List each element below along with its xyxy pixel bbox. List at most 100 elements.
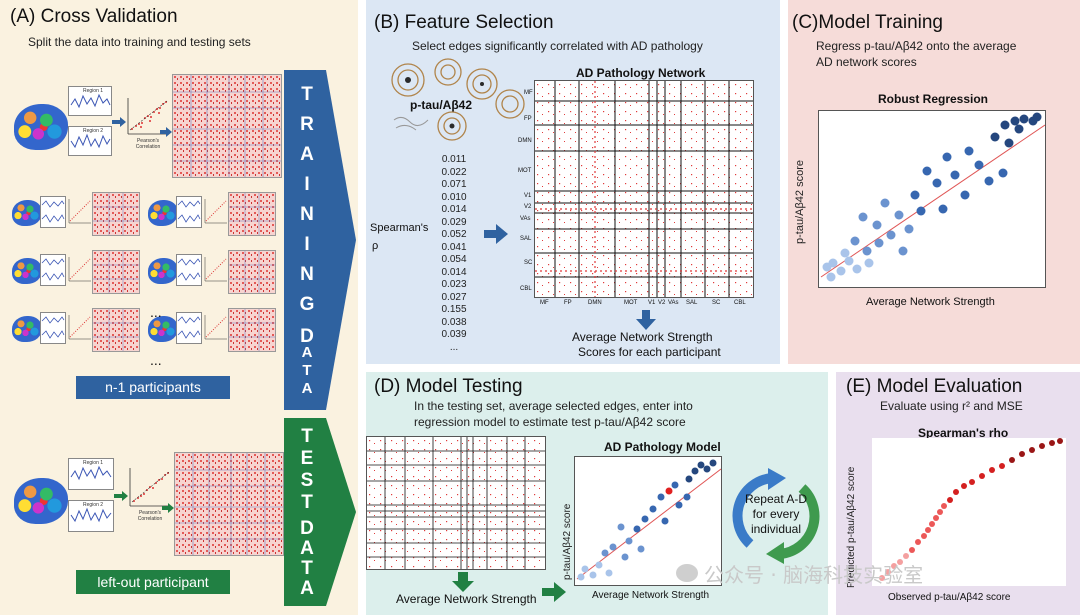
test-letter: T (301, 492, 313, 513)
training-letter: I (304, 234, 310, 255)
rho-value: 0.027 (441, 292, 467, 303)
spearman-label: Spearman's (370, 222, 429, 234)
rho-value: 0.029 (441, 217, 467, 228)
col-label: SC (712, 300, 721, 306)
fold-matrix (92, 308, 140, 352)
training-letter: G (299, 294, 315, 315)
result-line-2: Scores for each participant (578, 345, 721, 359)
panel-b-title: (B) Feature Selection (374, 12, 554, 33)
rho-value: 0.071 (441, 179, 467, 190)
training-letter: I (304, 174, 310, 195)
training-data-arrow (284, 70, 358, 410)
panel-d-title: (D) Model Testing (374, 376, 523, 397)
test-region1-signal-plot: Region 1 (68, 458, 114, 490)
brain-icon (12, 316, 42, 342)
row-label: FP (524, 116, 532, 122)
fold-scatter-icon (68, 256, 92, 282)
panel-e-xlabel: Observed p-tau/Aβ42 score (888, 592, 1011, 603)
more-folds-ellipsis: ... (150, 304, 162, 320)
arrow-to-matrix-icon (160, 124, 172, 137)
col-label: V2 (658, 300, 666, 306)
ptau-label: p-tau/Aβ42 (410, 98, 472, 112)
rho-value: 0.014 (441, 267, 467, 278)
ad-model-title: AD Pathology Model (604, 440, 721, 454)
row-label: DMN (518, 138, 532, 144)
fold-signal-plot (40, 312, 66, 344)
test-data-letter: D (300, 518, 314, 539)
row-label: MF (524, 90, 533, 96)
panel-a-title: (A) Cross Validation (10, 6, 178, 27)
col-label: MF (540, 300, 549, 306)
result-line-1: Average Network Strength (572, 330, 713, 344)
n1-participants-label: n-1 participants (76, 376, 230, 399)
ad-pathology-network-matrix (534, 80, 754, 298)
rho-value: 0.038 (441, 317, 467, 328)
brain-icon (14, 104, 68, 150)
col-label: V1 (648, 300, 656, 306)
fold-matrix (92, 192, 140, 236)
panel-e-title: (E) Model Evaluation (846, 376, 1023, 397)
region2-label: Region 2 (83, 502, 104, 508)
rho-value: 0.052 (441, 229, 467, 240)
test-data-letter: A (300, 538, 314, 559)
test-connectivity-matrix (174, 452, 284, 556)
robust-regression-plot (818, 110, 1046, 288)
training-letter: R (300, 114, 314, 135)
test-region2-signal-plot: Region 2 (68, 500, 114, 532)
training-letter: N (300, 204, 314, 225)
fold-signal-plot (176, 196, 202, 228)
rho-value: 0.054 (441, 254, 467, 265)
test-letter: T (301, 426, 313, 447)
fold-matrix (228, 192, 276, 236)
repeat-cycle-text: Repeat A-D for every individual (744, 492, 808, 536)
ad-model-plot (574, 456, 722, 586)
brain-icon (148, 200, 178, 226)
arrow-down-icon (452, 572, 474, 592)
network-title: AD Pathology Network (576, 66, 706, 80)
panel-model-testing: (D) Model Testing In the testing set, av… (366, 372, 828, 615)
fold-matrix (228, 308, 276, 352)
rho-value: 0.023 (441, 279, 467, 290)
col-label: VAs (668, 300, 679, 306)
row-label: MOT (518, 168, 532, 174)
fold-scatter-icon (204, 256, 228, 282)
brain-icon (12, 200, 42, 226)
region2-signal-plot: Region 2 (68, 126, 112, 156)
rho-value: 0.039 (441, 329, 467, 340)
rho-symbol: ρ (372, 240, 379, 252)
training-letter: A (300, 144, 314, 165)
test-letter: E (300, 448, 314, 469)
fold-scatter-icon (68, 314, 92, 340)
row-label: V2 (524, 204, 532, 210)
col-label: CBL (734, 300, 746, 306)
fold-signal-plot (176, 254, 202, 286)
panel-c-desc-1: Regress p-tau/Aβ42 onto the average (816, 39, 1017, 53)
test-data-arrow (284, 418, 358, 606)
row-label: V1 (524, 193, 532, 199)
rho-value: 0.022 (441, 167, 467, 178)
col-label: SAL (686, 300, 698, 306)
spearman-plot-title: Spearman's rho (918, 426, 1009, 440)
panel-d-desc-1: In the testing set, average selected edg… (414, 399, 693, 413)
repeat-cycle-icon (728, 466, 824, 566)
more-folds-ellipsis-bottom: ... (150, 352, 162, 368)
test-data-letter: T (301, 558, 313, 579)
left-out-participant-label: left-out participant (76, 570, 230, 594)
arrow-to-network-icon (484, 224, 508, 244)
fold-scatter-icon (68, 198, 92, 224)
fold-scatter-icon (204, 314, 228, 340)
training-letter: N (300, 264, 314, 285)
region1-label: Region 1 (83, 460, 104, 466)
panel-c-title: (C)Model Training (792, 12, 943, 33)
fold-matrix (228, 250, 276, 294)
panel-d-ylabel: p-tau/Aβ42 score (562, 503, 573, 580)
robust-regression-title: Robust Regression (878, 92, 989, 106)
panel-d-xlabel: Average Network Strength (592, 590, 710, 601)
fold-scatter-icon (204, 198, 228, 224)
test-arrow-to-correlation-icon (114, 488, 128, 501)
fold-signal-plot (40, 254, 66, 286)
panel-model-training: (C)Model Training Regress p-tau/Aβ42 ont… (788, 0, 1080, 364)
correlation-scatter-icon (126, 96, 170, 136)
data-letter: A (301, 344, 313, 361)
panel-model-evaluation: (E) Model Evaluation Evaluate using r² a… (836, 372, 1080, 615)
